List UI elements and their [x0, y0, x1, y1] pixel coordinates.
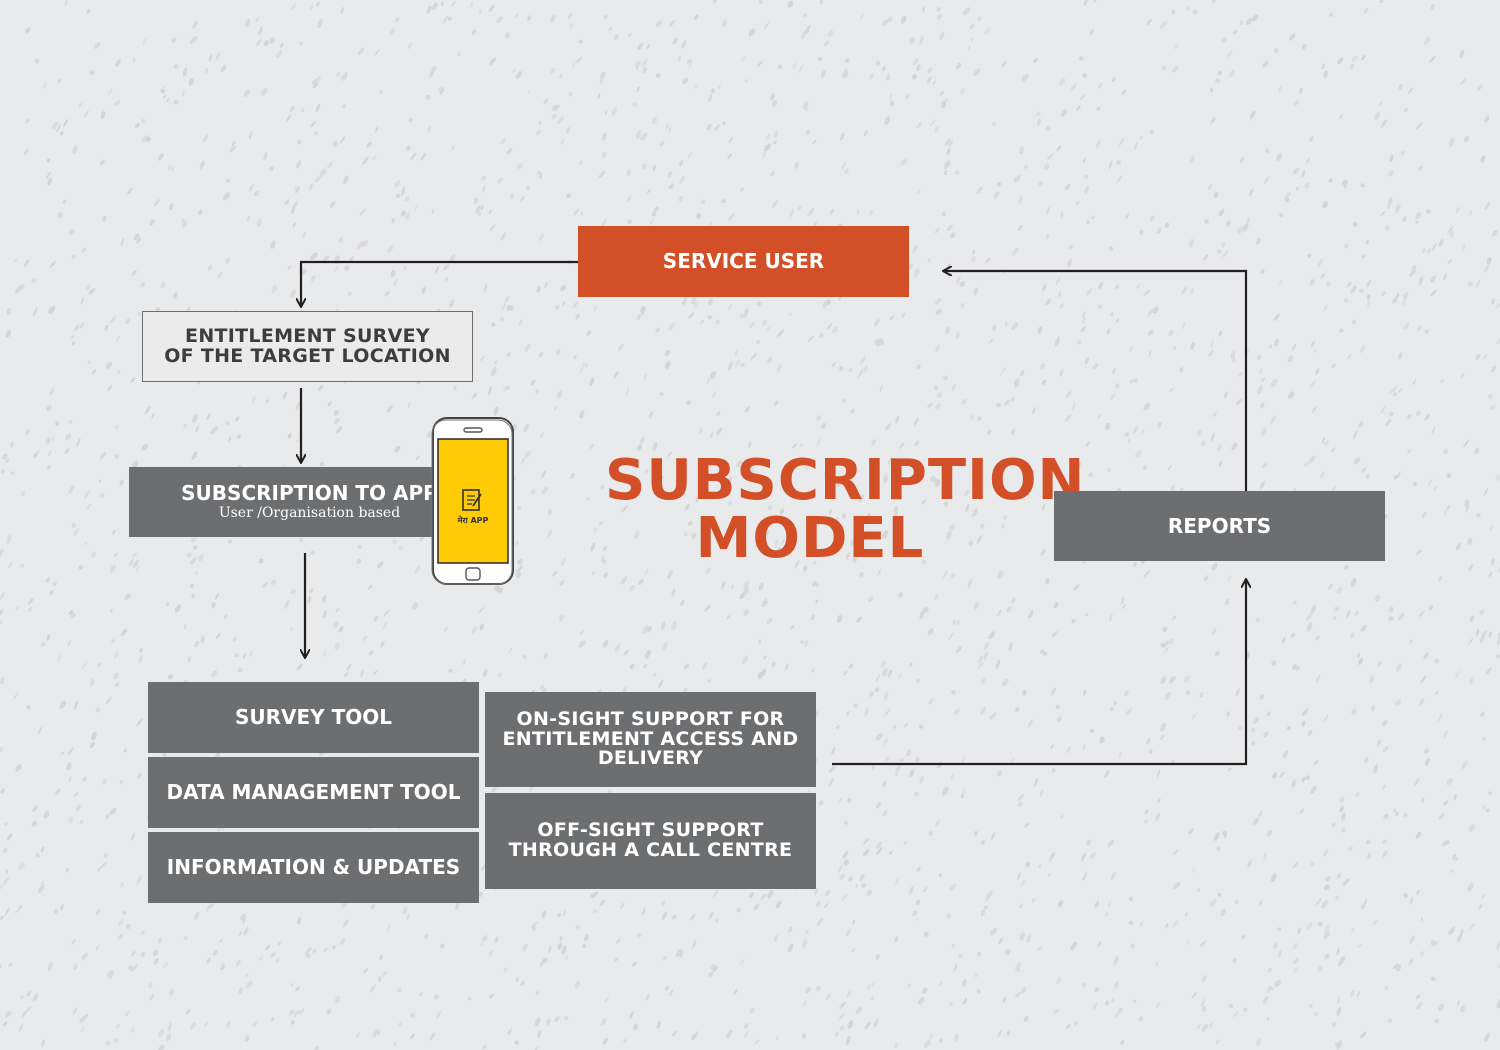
service-user-label: SERVICE USER: [662, 249, 825, 273]
arrow-service-user-to-survey: [301, 260, 578, 306]
entitlement-survey-line2: OF THE TARGET LOCATION: [164, 344, 451, 367]
subscription-app-label: SUBSCRIPTION TO APP: [181, 481, 438, 506]
service-user-box: SERVICE USER: [578, 226, 909, 297]
offsight-line1: OFF-SIGHT SUPPORT: [537, 819, 764, 842]
reports-label: REPORTS: [1167, 513, 1272, 538]
onsight-support-box: ON-SIGHT SUPPORT FOR ENTITLEMENT ACCESS …: [485, 692, 816, 787]
survey-tool-box: SURVEY TOOL: [148, 682, 479, 753]
data-management-tool-box: DATA MANAGEMENT TOOL: [148, 757, 479, 828]
arrow-support-to-reports: [832, 580, 1246, 766]
survey-tool-label: SURVEY TOOL: [234, 705, 393, 729]
title-line1: SUBSCRIPTION: [605, 448, 1086, 513]
onsight-line3: DELIVERY: [597, 747, 704, 770]
information-updates-box: INFORMATION & UPDATES: [148, 832, 479, 903]
phone-illustration: मेरा APP: [431, 417, 514, 585]
document-pen-icon: [462, 489, 482, 511]
diagram-title: SUBSCRIPTION MODEL: [605, 448, 1086, 571]
subscription-app-sublabel: User /Organisation based: [218, 505, 401, 522]
information-updates-label: INFORMATION & UPDATES: [166, 855, 461, 879]
title-line2: MODEL: [695, 506, 925, 571]
reports-box: REPORTS: [1054, 491, 1385, 561]
offsight-support-box: OFF-SIGHT SUPPORT THROUGH A CALL CENTRE: [485, 793, 816, 889]
onsight-line2: ENTITLEMENT ACCESS AND: [502, 727, 799, 750]
entitlement-survey-line1: ENTITLEMENT SURVEY: [185, 324, 430, 347]
data-management-tool-label: DATA MANAGEMENT TOOL: [166, 780, 461, 804]
subscription-app-box: SUBSCRIPTION TO APP User /Organisation b…: [129, 467, 460, 537]
onsight-line1: ON-SIGHT SUPPORT FOR: [516, 707, 785, 730]
entitlement-survey-box: ENTITLEMENT SURVEY OF THE TARGET LOCATIO…: [142, 311, 473, 382]
phone-app-label: मेरा APP: [457, 515, 489, 525]
arrow-reports-to-service-user: [944, 271, 1248, 491]
offsight-line2: THROUGH A CALL CENTRE: [508, 839, 793, 861]
